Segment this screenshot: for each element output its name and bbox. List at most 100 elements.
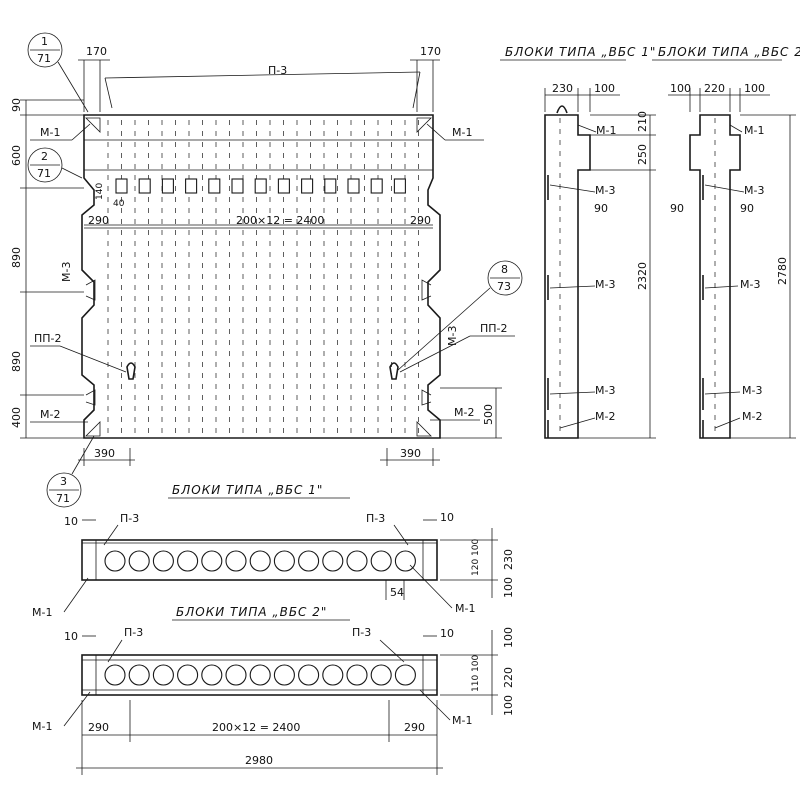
section-vbs1: БЛОКИ ТИПА „ВБС 1" 230 100 210 250 2320 … xyxy=(500,45,656,439)
circular-void xyxy=(225,550,247,572)
circular-void xyxy=(104,550,126,572)
circular-void xyxy=(128,664,150,686)
plan1-dim-10-right: 10 xyxy=(440,511,454,524)
callout-8-73: 8 73 xyxy=(397,260,523,371)
label-m1-left: М-1 xyxy=(40,126,60,139)
top-bar-label: П-3 xyxy=(268,64,287,77)
circular-void xyxy=(104,664,126,686)
vbs1-label-m3b: М-3 xyxy=(595,278,615,291)
svg-text:71: 71 xyxy=(56,492,70,505)
svg-text:1: 1 xyxy=(41,35,48,48)
plan2-dim-110: 110 xyxy=(471,675,481,692)
dim-290-right: 290 xyxy=(410,214,431,227)
plan2-dim-total: 2980 xyxy=(245,754,273,767)
plan2-dim-10-left: 10 xyxy=(64,630,78,643)
plan2-dim-290-left: 290 xyxy=(88,721,109,734)
dim-390-left: 390 xyxy=(94,447,115,460)
callout-3-71: 3 71 xyxy=(46,435,95,508)
square-opening xyxy=(324,178,337,194)
title-vbs2-side: БЛОКИ ТИПА „ВБС 2" xyxy=(658,45,800,59)
circular-void xyxy=(322,664,344,686)
circular-void xyxy=(346,664,368,686)
vbs2-label-m3c: М-3 xyxy=(742,384,762,397)
dim-left-90: 90 xyxy=(10,98,23,112)
plan1-dim-54: 54 xyxy=(390,586,404,599)
dim-left-890b: 890 xyxy=(10,351,23,372)
plan1-dim-100b: 100 xyxy=(502,577,515,598)
lifting-loop-right xyxy=(389,362,399,380)
plan1-hole-row xyxy=(104,550,416,572)
square-opening xyxy=(254,178,267,194)
plan2-label-p3-left: П-3 xyxy=(124,626,143,639)
svg-text:3: 3 xyxy=(60,475,67,488)
square-opening xyxy=(370,178,383,194)
dim-390-right: 390 xyxy=(400,447,421,460)
circular-void xyxy=(152,664,174,686)
front-elevation: П-3 170 170 90 600 890 890 400 500 290 2… xyxy=(10,32,523,508)
square-opening xyxy=(138,178,151,194)
circular-void xyxy=(177,550,199,572)
vbs2-dim-90-left: 90 xyxy=(670,202,684,215)
circular-void xyxy=(152,550,174,572)
square-opening xyxy=(347,178,360,194)
square-opening xyxy=(393,178,406,194)
circular-void xyxy=(346,550,368,572)
vbs1-label-m2: М-2 xyxy=(595,410,615,423)
dim-center-2400: 200×12 = 2400 xyxy=(236,214,324,227)
vbs1-dim-100: 100 xyxy=(594,82,615,95)
circular-void xyxy=(201,664,223,686)
square-opening xyxy=(277,178,290,194)
svg-text:8: 8 xyxy=(501,263,508,276)
square-opening xyxy=(115,178,128,194)
lifting-loop-left xyxy=(126,362,136,380)
plan1-label-p3-left: П-3 xyxy=(120,512,139,525)
square-opening xyxy=(208,178,221,194)
plan1-label-m1-left: М-1 xyxy=(32,606,52,619)
callout-2-71: 2 71 xyxy=(27,147,83,183)
circular-void xyxy=(370,664,392,686)
svg-text:73: 73 xyxy=(497,280,511,293)
circular-void xyxy=(298,664,320,686)
callout-1-71: 1 71 xyxy=(27,32,89,113)
vbs2-label-m2: М-2 xyxy=(742,410,762,423)
square-opening xyxy=(161,178,174,194)
vbs1-dim-250: 250 xyxy=(636,144,649,165)
vbs2-label-m3a: М-3 xyxy=(744,184,764,197)
dim-40: 40 xyxy=(113,199,125,209)
vbs1-label-m1: М-1 xyxy=(596,124,616,137)
vbs2-dim-220: 220 xyxy=(704,82,725,95)
circular-void xyxy=(201,550,223,572)
vbs2-dim-90-right: 90 xyxy=(740,202,754,215)
square-opening xyxy=(231,178,244,194)
plan1-dim-100: 100 xyxy=(471,539,481,556)
plan-vbs1: БЛОКИ ТИПА „ВБС 1" 10 10 П-3 П-3 М-1 М-1… xyxy=(32,483,515,619)
square-opening xyxy=(185,178,198,194)
plan2-dim-center: 200×12 = 2400 xyxy=(212,721,300,734)
title-vbs1-side: БЛОКИ ТИПА „ВБС 1" xyxy=(505,45,656,59)
circular-void xyxy=(273,550,295,572)
plan2-dim-220: 220 xyxy=(502,667,515,688)
label-m2-right: М-2 xyxy=(454,406,474,419)
plan2-label-m1-right: М-1 xyxy=(452,714,472,727)
vbs1-dim-2320: 2320 xyxy=(636,262,649,290)
plan2-label-m1-left: М-1 xyxy=(32,720,52,733)
label-m1-right: М-1 xyxy=(452,126,472,139)
dim-left-600: 600 xyxy=(10,145,23,166)
circular-void xyxy=(225,664,247,686)
vbs2-dim-2780: 2780 xyxy=(776,257,789,285)
plan2-hole-row xyxy=(104,664,416,686)
vbs2-dim-100-left: 100 xyxy=(670,82,691,95)
dim-right-500: 500 xyxy=(482,404,495,425)
circular-void xyxy=(394,550,416,572)
elevation-hatch xyxy=(107,120,419,435)
vbs2-label-m1: М-1 xyxy=(744,124,764,137)
plan1-dim-120: 120 xyxy=(471,559,481,576)
circular-void xyxy=(394,664,416,686)
plan2-dim-100a: 100 xyxy=(502,627,515,648)
label-pp2-left: ПП-2 xyxy=(34,332,62,345)
plan2-dim-100b: 100 xyxy=(471,655,481,672)
circular-void xyxy=(249,664,271,686)
title-vbs2-plan: БЛОКИ ТИПА „ВБС 2" xyxy=(176,605,327,619)
plan-vbs2: БЛОКИ ТИПА „ВБС 2" 10 10 П-3 П-3 М-1 М-1… xyxy=(32,605,515,775)
